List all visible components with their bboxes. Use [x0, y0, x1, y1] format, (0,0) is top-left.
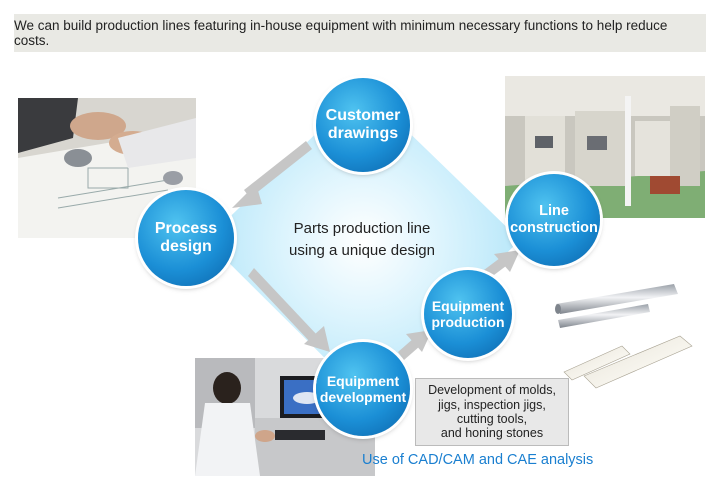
node-line-construction: Line construction	[508, 174, 600, 266]
arrow-process-to-development	[248, 268, 330, 352]
node-label-line: production	[431, 314, 505, 330]
development-line: Development of molds,	[428, 383, 556, 398]
development-line: jigs, inspection jigs,	[438, 397, 546, 412]
development-details-box: Development of molds, jigs, inspection j…	[415, 378, 569, 446]
node-equipment-production: Equipment production	[424, 270, 512, 358]
node-label-line: drawings	[327, 125, 399, 142]
node-label-line: Process	[154, 219, 218, 237]
development-line: and honing stones	[440, 426, 544, 441]
node-label-line: development	[319, 389, 407, 405]
node-customer-drawings: Customer drawings	[316, 78, 410, 172]
rod-products	[555, 284, 678, 328]
top-banner: We can build production lines featuring …	[14, 14, 706, 52]
center-line-2: using a unique design	[289, 241, 435, 259]
node-label-line: design	[160, 238, 212, 255]
node-label-line: construction	[510, 220, 598, 236]
node-label-line: Equipment	[431, 297, 505, 314]
node-process-design: Process design	[138, 190, 234, 286]
node-equipment-development: Equipment development	[316, 342, 410, 436]
development-line: cutting tools,	[456, 412, 528, 426]
cad-caption: Use of CAD/CAM and CAE analysis	[362, 452, 594, 468]
node-label-line: Line	[539, 203, 569, 220]
center-line-1: Parts production line	[293, 220, 431, 237]
node-label-line: Equipment	[326, 372, 400, 389]
banner-text: We can build production lines featuring …	[14, 18, 668, 48]
arrow-production-to-line	[484, 250, 520, 278]
center-caption: Parts production line using a unique des…	[262, 218, 462, 262]
arrow-development-to-production	[398, 330, 432, 360]
arrow-customer-to-process	[232, 141, 312, 208]
node-label-line: Customer	[325, 106, 401, 124]
honing-stone-products	[563, 335, 693, 389]
